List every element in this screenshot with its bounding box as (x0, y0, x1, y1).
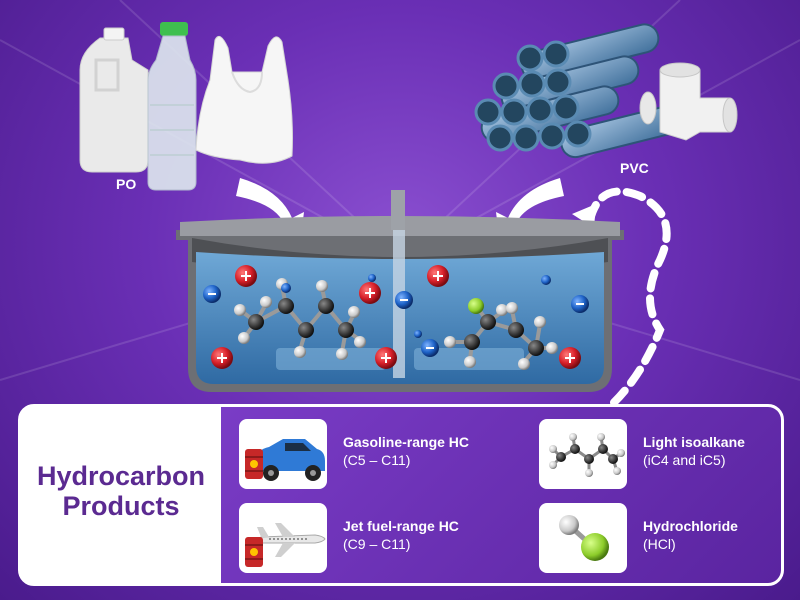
product-gasoline-text: Gasoline-range HC (C5 – C11) (343, 433, 469, 469)
plastic-bag-icon (195, 35, 293, 164)
product-card-hydrochloride (539, 503, 627, 573)
product-card-isoalkane (539, 419, 627, 489)
product-jet-text: Jet fuel-range HC (C9 – C11) (343, 517, 459, 553)
product-isoalkane-name: Light isoalkane (643, 434, 745, 450)
po-label: PO (116, 176, 137, 192)
product-hcl-name: Hydrochloride (643, 518, 738, 534)
product-gasoline-name: Gasoline-range HC (343, 434, 470, 450)
product-jet-range: (C9 – C11) (343, 536, 411, 552)
products-grid: Gasoline-range HC (C5 – C11) Jet fuel-ra… (221, 407, 781, 583)
pvc-label: PVC (620, 160, 649, 176)
cation-icons (211, 265, 581, 369)
jet-and-fuel-barrel-icon (245, 523, 326, 567)
products-panel: Hydrocarbon Products Gasoline-range HC (… (18, 404, 784, 586)
product-gasoline-range: (C5 – C11) (343, 452, 411, 468)
milk-jug-icon (79, 27, 149, 173)
product-isoalkane-text: Light isoalkane (iC4 and iC5) (643, 433, 745, 469)
pvc-pipes-icon (474, 23, 680, 159)
product-hcl-range: (HCl) (643, 536, 676, 552)
isoalkane-molecule-icon (549, 433, 625, 477)
panel-title-line2: Products (62, 491, 180, 521)
alkane-molecule-icon (234, 278, 366, 360)
pvc-fitting-icon (639, 62, 738, 141)
dashed-arrow-hcl-icon (586, 187, 671, 414)
chloroalkane-molecule-icon (444, 298, 558, 370)
plastic-bottle-icon (147, 22, 197, 191)
panel-title: Hydrocarbon Products (21, 461, 221, 521)
panel-title-line1: Hydrocarbon (36, 461, 206, 491)
anion-icons (203, 274, 589, 357)
car-and-fuel-barrel-icon (245, 439, 325, 481)
product-card-jet-fuel (239, 503, 327, 573)
product-jet-name: Jet fuel-range HC (343, 518, 459, 534)
product-hcl-text: Hydrochloride (HCl) (643, 517, 738, 553)
product-card-gasoline (239, 419, 327, 489)
hcl-molecule-icon (559, 515, 609, 561)
product-isoalkane-range: (iC4 and iC5) (643, 452, 726, 468)
reactor-vessel-icon (176, 190, 624, 392)
